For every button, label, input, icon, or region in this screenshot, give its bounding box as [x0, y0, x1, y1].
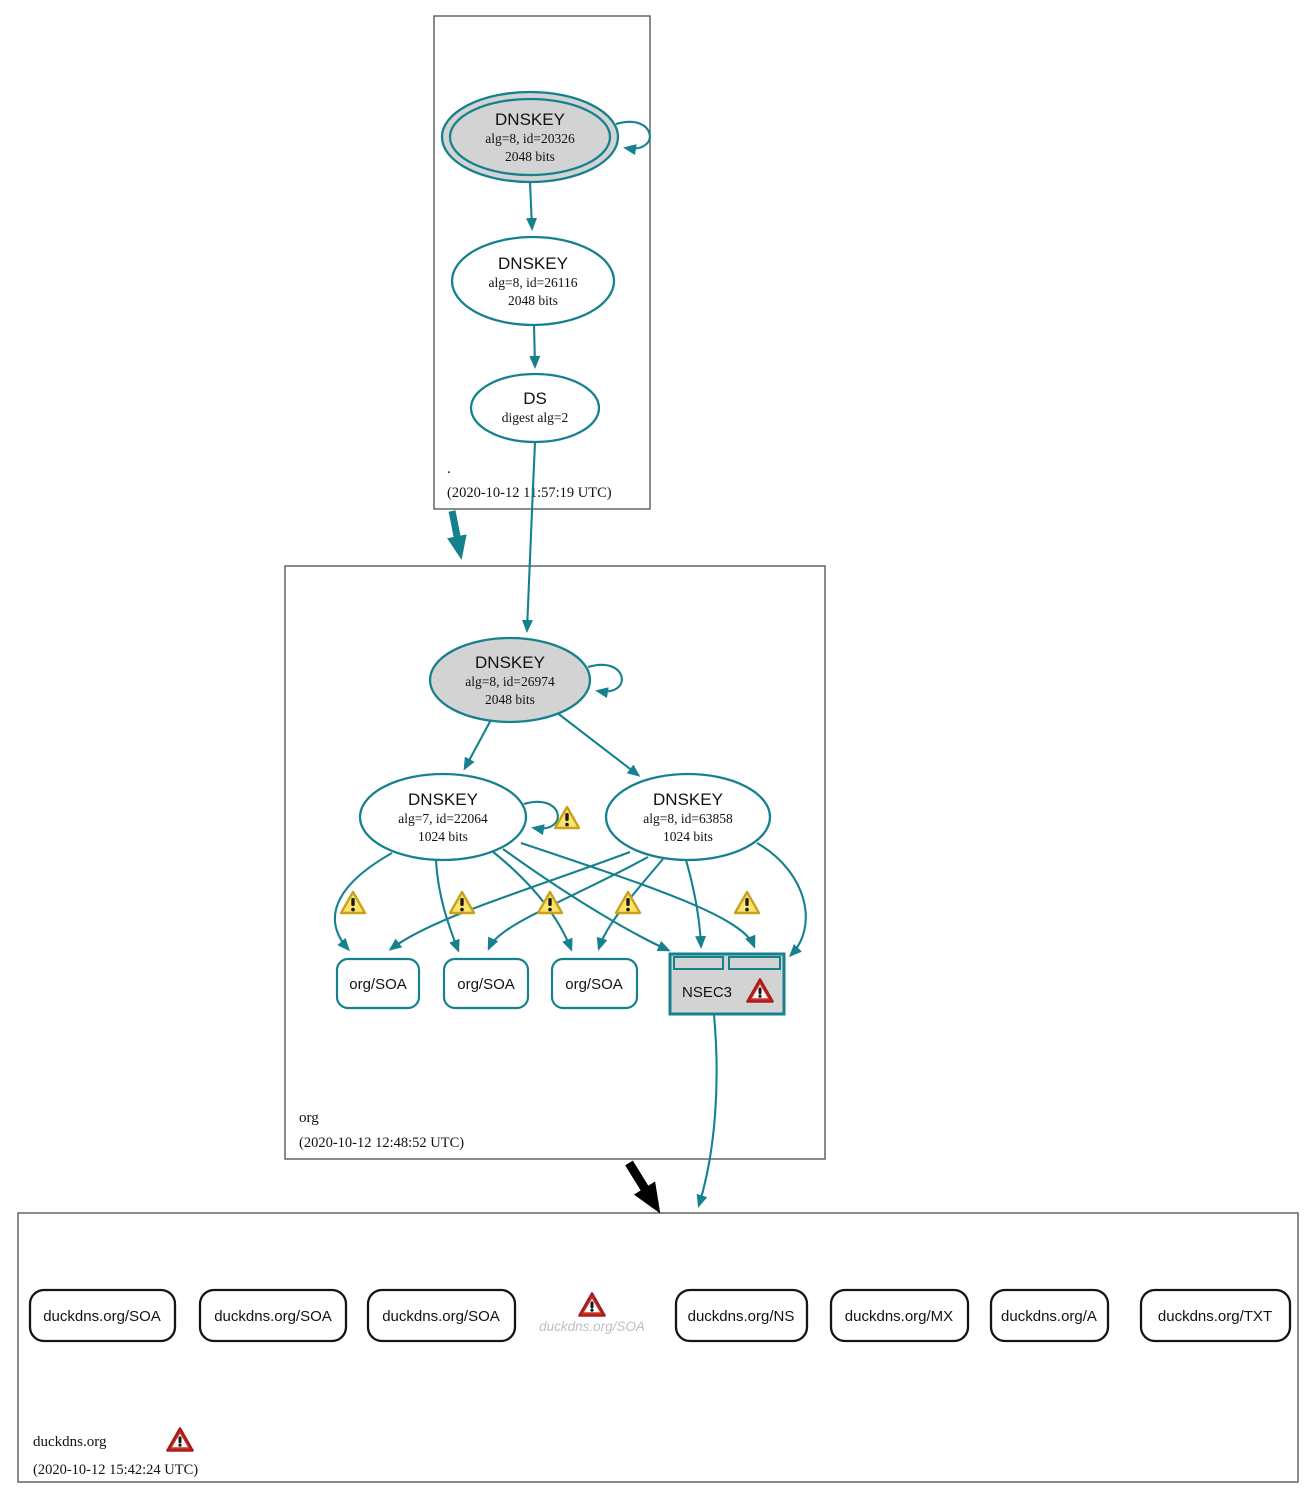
node-alg-label: alg=8, id=20326: [485, 131, 575, 146]
edge-delegation-org-duckdns: [625, 1160, 661, 1214]
rrset-label: duckdns.org/MX: [845, 1308, 953, 1325]
node-bits-label: 2048 bits: [485, 692, 535, 707]
edge-root-ksk-zsk: [526, 181, 538, 231]
node-duckdns-mx[interactable]: duckdns.org/MX: [829, 1288, 970, 1343]
node-org-soa-1[interactable]: org/SOA: [335, 957, 421, 1010]
rrset-label: duckdns.org/SOA: [382, 1308, 500, 1325]
rrset-label: duckdns.org/TXT: [1158, 1308, 1272, 1325]
node-type-label: DNSKEY: [475, 653, 545, 672]
edge-zsk2-nsec3-right: [756, 842, 807, 958]
nsec3-cell-1: [673, 956, 724, 970]
node-alg-label: alg=8, id=63858: [643, 811, 733, 826]
node-org-nsec3[interactable]: NSEC3: [668, 952, 786, 1016]
edge-zsk1-nsec3-cell2: [520, 842, 756, 949]
edge-zsk2-nsec3-cell1: [684, 859, 707, 949]
node-bits-label: 1024 bits: [418, 829, 468, 844]
zone-label-root: .: [447, 461, 451, 477]
edge-nsec3-duckdns: [696, 1014, 718, 1208]
edge-zsk1-soa2: [434, 859, 460, 953]
edge-org-zsk1-selfsign: [523, 800, 559, 836]
edge-org-ksk-zsk2: [555, 711, 641, 777]
node-org-zsk1[interactable]: DNSKEY alg=7, id=22064 1024 bits: [358, 772, 528, 862]
zone-label-duckdns: duckdns.org: [33, 1434, 107, 1450]
node-duckdns-txt[interactable]: duckdns.org/TXT: [1139, 1288, 1292, 1343]
edge-zsk1-soa1: [333, 852, 393, 952]
zone-box-duckdns: [17, 1212, 1299, 1483]
node-org-soa-2[interactable]: org/SOA: [442, 957, 530, 1010]
node-bits-label: 2048 bits: [505, 149, 555, 164]
edge-delegation-root-org: [447, 510, 467, 560]
node-type-label: DNSKEY: [408, 790, 478, 809]
node-alg-label: alg=8, id=26116: [489, 275, 578, 290]
edge-ds-org-ksk: [521, 441, 537, 633]
node-type-label: DNSKEY: [653, 790, 723, 809]
node-root-zsk[interactable]: DNSKEY alg=8, id=26116 2048 bits: [450, 235, 616, 327]
rrset-label: duckdns.org/SOA: [43, 1308, 161, 1325]
edge-zsk1-nsec3-left: [502, 848, 671, 952]
edge-org-ksk-zsk1: [463, 717, 493, 771]
edge-root-zsk-ds: [529, 324, 541, 369]
node-type-label: DNSKEY: [495, 110, 565, 129]
zone-timestamp-root: (2020-10-12 11:57:19 UTC): [447, 485, 612, 501]
rrset-label: org/SOA: [349, 976, 407, 993]
node-bits-label: 1024 bits: [663, 829, 713, 844]
zone-timestamp-duckdns: (2020-10-12 15:42:24 UTC): [33, 1462, 198, 1478]
node-alg-label: alg=8, id=26974: [465, 674, 555, 689]
node-bits-label: 2048 bits: [508, 293, 558, 308]
rrset-label: duckdns.org/SOA: [214, 1308, 332, 1325]
zone-timestamp-org: (2020-10-12 12:48:52 UTC): [299, 1135, 464, 1151]
rrset-label: duckdns.org/NS: [688, 1308, 795, 1325]
zone-label-org: org: [299, 1110, 319, 1126]
node-duckdns-soa-1[interactable]: duckdns.org/SOA: [28, 1288, 177, 1343]
node-type-label: DNSKEY: [498, 254, 568, 273]
nsec3-label: NSEC3: [682, 984, 732, 1001]
node-org-soa-3[interactable]: org/SOA: [550, 957, 639, 1010]
missing-rrset-label: duckdns.org/SOA: [539, 1319, 645, 1334]
node-org-ksk[interactable]: DNSKEY alg=8, id=26974 2048 bits: [428, 636, 592, 724]
node-duckdns-a[interactable]: duckdns.org/A: [989, 1288, 1110, 1343]
node-root-ds[interactable]: DS digest alg=2: [469, 372, 601, 444]
node-org-zsk2[interactable]: DNSKEY alg=8, id=63858 1024 bits: [604, 772, 772, 862]
rrset-label: org/SOA: [565, 976, 623, 993]
node-duckdns-soa-3[interactable]: duckdns.org/SOA: [366, 1288, 517, 1343]
edge-zsk2-soa1: [388, 851, 631, 951]
node-type-label: DS: [523, 389, 547, 408]
rrset-label: duckdns.org/A: [1001, 1308, 1097, 1325]
rrset-label: org/SOA: [457, 976, 515, 993]
node-duckdns-soa-2[interactable]: duckdns.org/SOA: [198, 1288, 348, 1343]
nsec3-cell-2: [728, 956, 781, 970]
edge-org-ksk-selfsign: [587, 663, 623, 699]
node-detail-label: digest alg=2: [502, 410, 568, 425]
edge-root-ksk-selfsign: [615, 120, 651, 156]
node-duckdns-soa-missing[interactable]: duckdns.org/SOA: [539, 1292, 645, 1335]
node-root-ksk[interactable]: DNSKEY alg=8, id=20326 2048 bits: [440, 90, 620, 184]
node-duckdns-ns[interactable]: duckdns.org/NS: [674, 1288, 809, 1343]
node-alg-label: alg=7, id=22064: [398, 811, 488, 826]
